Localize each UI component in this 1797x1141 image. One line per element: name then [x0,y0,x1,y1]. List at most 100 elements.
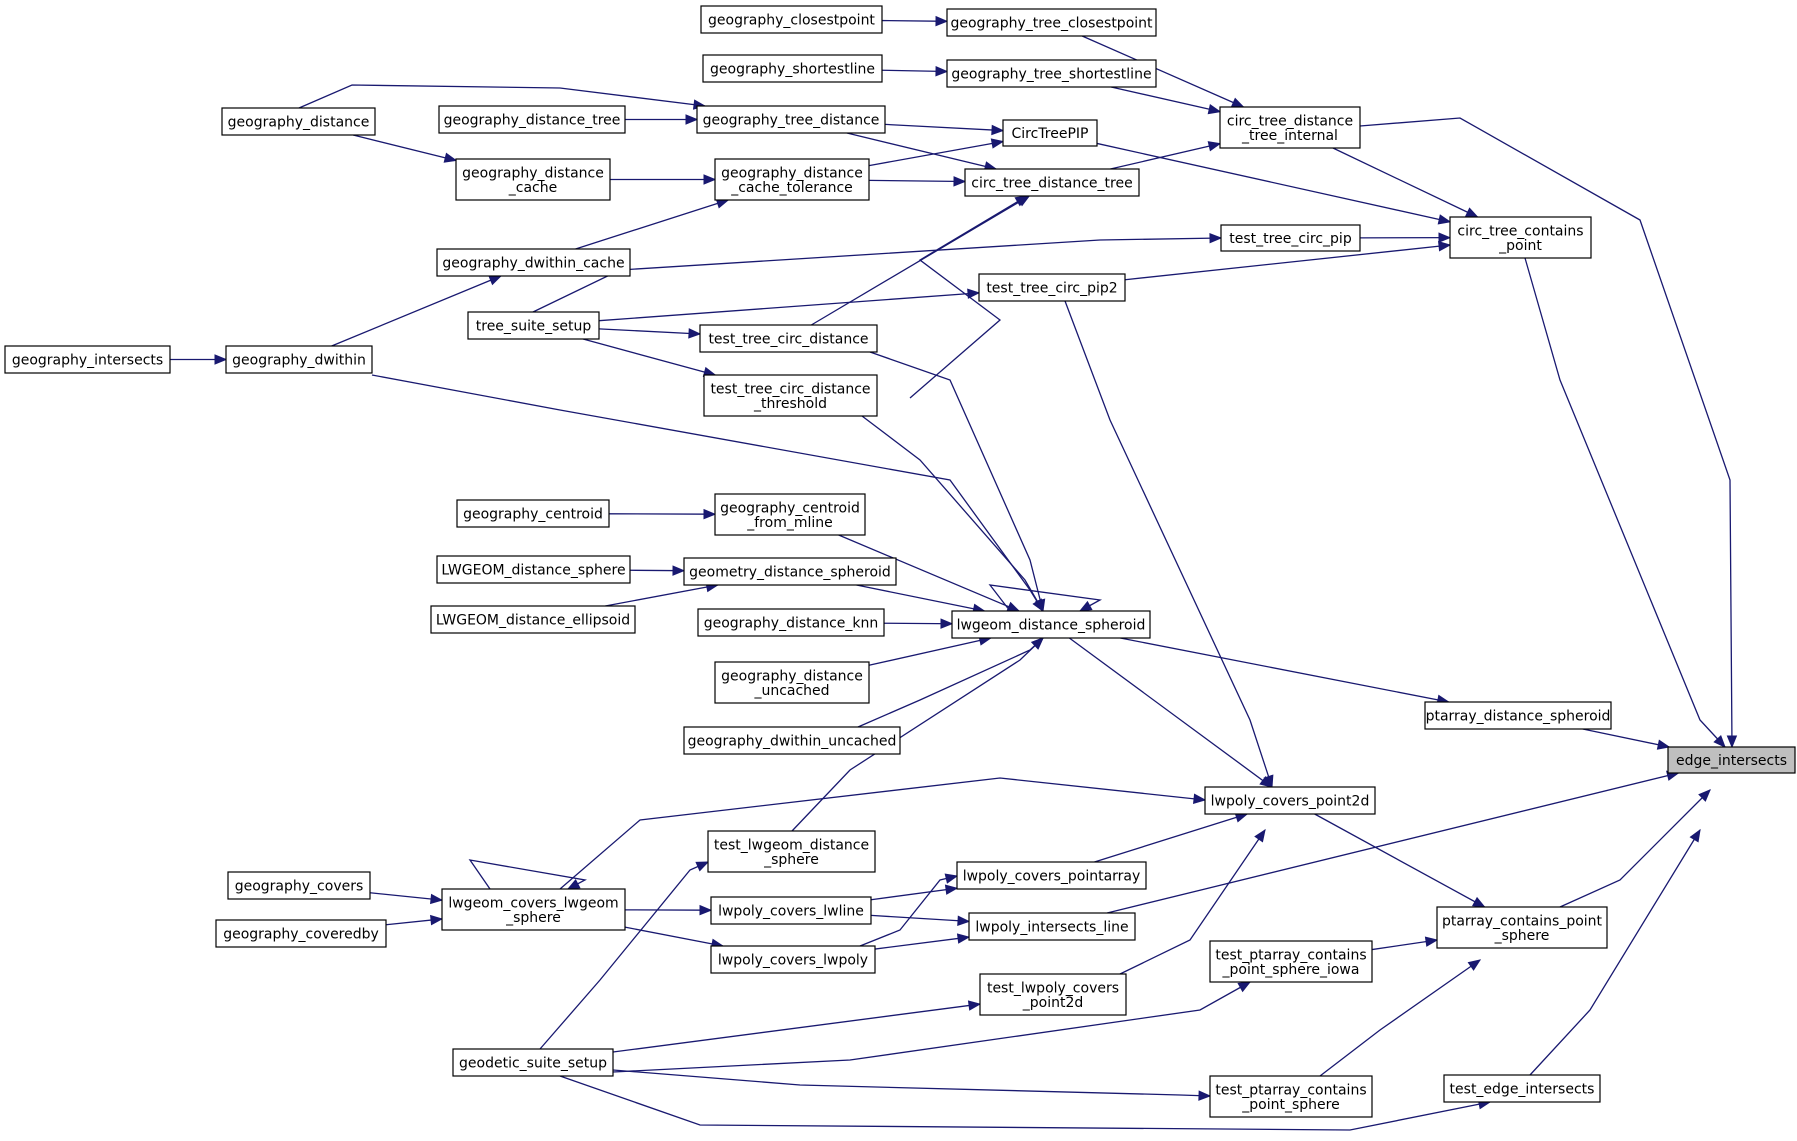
node-lwpoly_covers_point2d[interactable]: lwpoly_covers_point2d [1204,786,1376,815]
node-geography_dwithin[interactable]: geography_dwithin [225,345,373,374]
node-circ_tree_contains_point[interactable]: circ_tree_contains_point [1449,216,1592,259]
node-lwgeom_distance_spheroid[interactable]: lwgeom_distance_spheroid [951,610,1151,639]
node-test_tree_circ_pip[interactable]: test_tree_circ_pip [1220,224,1361,252]
edge-test_tree_circ_distance-to-lwgeom_distance_spheroid [869,351,1044,612]
node-test_tree_circ_pip2[interactable]: test_tree_circ_pip2 [978,273,1126,302]
node-label: geodetic_suite_setup [459,1056,607,1072]
edge-LWGEOM_distance_ellipsoid-to-geometry_distance_spheroid [605,584,718,607]
edge-CircTreePIP-to-circ_tree_contains_point-arrowhead [1437,214,1452,225]
node-geography_distance_knn[interactable]: geography_distance_knn [697,608,885,637]
edge-circ_tree_distance_tree-to-circ_tree_distance_tree_internal-arrowhead [1207,141,1222,152]
edge-geography_tree_distance-to-CircTreePIP [884,123,1004,132]
node-geography_covers[interactable]: geography_covers [227,871,371,900]
node-box [452,1048,614,1077]
edge-lwpoly_covers_lwline-to-lwpoly_covers_pointarray-arrowhead [944,884,959,895]
node-geography_dwithin_uncached[interactable]: geography_dwithin_uncached [683,726,901,755]
edge-lwpoly_covers_lwpoly-to-lwpoly_intersects_line [874,936,970,950]
edge-geography_covers-to-lwgeom_covers_lwgeom_sphere-arrowhead [430,893,444,905]
node-lwpoly_covers_lwline[interactable]: lwpoly_covers_lwline [710,896,872,925]
node-box [1220,224,1361,252]
edge-test_tree_circ_distance_threshold-to-circ_tree_distance_tree-arrowhead [1014,195,1029,207]
node-box [703,374,878,417]
node-geography_distance_tree[interactable]: geography_distance_tree [438,105,626,134]
edge-test_tree_circ_pip2-to-circ_tree_contains_point-arrowhead [1438,241,1452,252]
edge-lwgeom_covers_lwgeom_sphere-to-lwpoly_covers_lwpoly [624,926,724,947]
node-label: tree_suite_setup [476,319,592,335]
node-geography_distance_cache_tolerance[interactable]: geography_distance_cache_tolerance [714,158,870,201]
node-label: geography_tree_closestpoint [950,16,1153,32]
node-geometry_distance_spheroid[interactable]: geometry_distance_spheroid [683,557,897,586]
node-label: test_tree_circ_pip2 [986,281,1117,297]
node-label: geometry_distance_spheroid [689,565,891,581]
node-test_lwgeom_distance_sphere[interactable]: test_lwgeom_distance_sphere [707,830,876,873]
node-geography_tree_shortestline[interactable]: geography_tree_shortestline [946,59,1157,88]
edge-geography_coveredby-to-lwgeom_covers_lwgeom_sphere-arrowhead [430,914,444,926]
node-test_ptarray_contains_point_sphere[interactable]: test_ptarray_contains_point_sphere [1209,1075,1373,1118]
node-lwgeom_covers_lwgeom_sphere[interactable]: lwgeom_covers_lwgeom_sphere [441,888,626,931]
edge-LWGEOM_distance_sphere-to-geometry_distance_spheroid-arrowhead [672,565,686,576]
node-geography_tree_distance[interactable]: geography_tree_distance [696,105,886,134]
node-label: geography_tree_distance [703,113,880,129]
edge-lwpoly_covers_pointarray-to-lwpoly_covers_point2d [1094,813,1248,863]
node-label: lwpoly_covers_pointarray [963,869,1141,885]
node-test_lwpoly_covers_point2d[interactable]: test_lwpoly_covers_point2d [979,973,1127,1016]
node-label: geography_distance [462,165,604,181]
node-lwpoly_intersects_line[interactable]: lwpoly_intersects_line [968,912,1136,941]
node-CircTreePIP[interactable]: CircTreePIP [1002,119,1098,147]
edge-ptarray_distance_spheroid-to-edge_intersects-arrowhead [1656,739,1671,750]
edge-circ_tree_contains_point-to-edge_intersects [1524,257,1726,748]
node-geography_centroid_from_mline[interactable]: geography_centroid_from_mline [714,493,866,536]
node-geography_distance_cache[interactable]: geography_distance_cache [455,158,611,201]
node-geography_distance[interactable]: geography_distance [221,107,376,136]
edge-geography_distance-to-geography_distance_cache [352,134,457,162]
edge-lwgeom_covers_lwgeom_sphere-to-lwpoly_covers_point2d [559,777,1206,890]
node-tree_suite_setup[interactable]: tree_suite_setup [467,311,600,340]
node-label: geography_dwithin_uncached [688,734,897,750]
node-box [700,5,883,34]
edge-test_lwpoly_covers_point2d-to-lwpoly_covers_point2d-arrowhead [1254,828,1266,843]
edge-geography_dwithin_uncached-to-lwgeom_distance_spheroid [857,637,1044,728]
node-test_edge_intersects[interactable]: test_edge_intersects [1443,1074,1601,1103]
node-box [455,158,611,201]
node-geography_distance_uncached[interactable]: geography_distance_uncached [714,661,870,704]
edge-lwpoly_covers_point2d-to-ptarray_contains_point_sphere [1314,813,1485,908]
node-lwpoly_covers_lwpoly[interactable]: lwpoly_covers_lwpoly [710,945,876,974]
node-label: geography_tree_shortestline [951,67,1151,83]
edge-geodetic_suite_setup-to-test_lwpoly_covers_point2d [612,1003,981,1053]
node-LWGEOM_distance_sphere[interactable]: LWGEOM_distance_sphere [436,555,631,584]
node-edge_intersects[interactable]: edge_intersects [1667,746,1796,774]
node-label: _threshold [753,396,827,412]
node-geography_coveredby[interactable]: geography_coveredby [215,919,387,948]
node-label: ptarray_contains_point [1442,913,1603,929]
edge-tree_suite_setup-to-test_tree_circ_distance-arrowhead [688,328,702,339]
node-test_ptarray_contains_point_sphere_iowa[interactable]: test_ptarray_contains_point_sphere_iowa [1209,940,1373,983]
node-ptarray_contains_point_sphere[interactable]: ptarray_contains_point_sphere [1436,906,1608,949]
node-geography_dwithin_cache[interactable]: geography_dwithin_cache [436,248,631,277]
node-test_tree_circ_distance[interactable]: test_tree_circ_distance [699,324,878,353]
edge-geography_intersects-to-geography_dwithin-arrowhead [214,354,228,365]
node-geodetic_suite_setup[interactable]: geodetic_suite_setup [452,1048,614,1077]
node-geography_tree_closestpoint[interactable]: geography_tree_closestpoint [946,8,1157,37]
node-label: CircTreePIP [1012,126,1089,142]
node-geography_centroid[interactable]: geography_centroid [456,499,610,528]
node-circ_tree_distance_tree_internal[interactable]: circ_tree_distance_tree_internal [1219,106,1361,149]
edge-tree_suite_setup-to-test_tree_circ_pip-arrowhead [1209,232,1223,244]
node-geography_shortestline[interactable]: geography_shortestline [702,54,883,83]
edge-test_lwpoly_covers_point2d-to-lwpoly_covers_point2d [1119,829,1266,975]
edge-geography_distance_cache_tolerance-to-circ_tree_distance_tree-arrowhead [953,176,967,187]
edge-test_lwgeom_distance_sphere-to-lwgeom_distance_spheroid [791,637,1044,832]
node-geography_intersects[interactable]: geography_intersects [4,345,171,374]
node-label: geography_distance [721,165,863,181]
node-test_tree_circ_distance_threshold[interactable]: test_tree_circ_distance_threshold [703,374,878,417]
node-box [946,59,1157,88]
node-label: geography_dwithin_cache [442,256,624,272]
edge-lwpoly_covers_lwpoly-to-lwpoly_covers_pointarray [859,875,958,947]
node-lwpoly_covers_pointarray[interactable]: lwpoly_covers_pointarray [956,861,1147,890]
node-ptarray_distance_spheroid[interactable]: ptarray_distance_spheroid [1424,701,1612,730]
node-geography_closestpoint[interactable]: geography_closestpoint [700,5,883,34]
edge-circ_tree_contains_point-to-edge_intersects-arrowhead [1713,734,1726,748]
node-circ_tree_distance_tree[interactable]: circ_tree_distance_tree [964,168,1140,197]
node-label: _point_sphere_iowa [1222,962,1360,978]
node-LWGEOM_distance_ellipsoid[interactable]: LWGEOM_distance_ellipsoid [430,605,636,634]
node-label: lwpoly_covers_lwline [718,904,864,920]
